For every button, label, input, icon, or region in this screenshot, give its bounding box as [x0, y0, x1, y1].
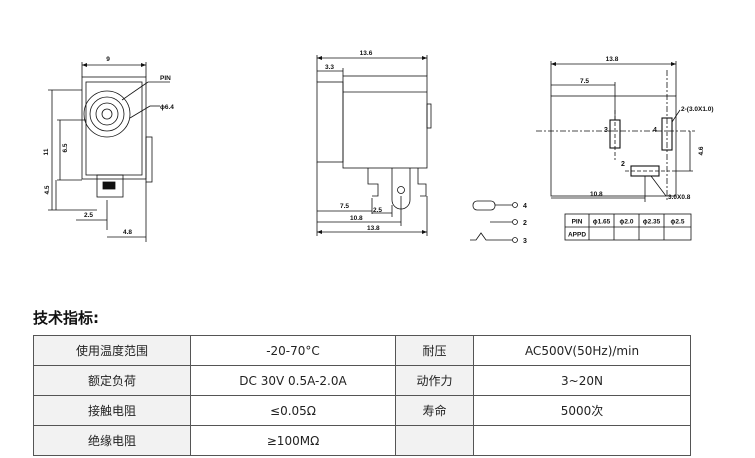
spec-value — [473, 425, 691, 456]
pcb-length-dim: 13.8 — [606, 56, 619, 63]
front-height-dim: 11 — [43, 148, 50, 155]
pcb-slot-label: 2-(3.0X1.0) — [681, 106, 714, 113]
schematic-pin3-label: 3 — [523, 238, 527, 245]
spec-value: AC500V(50Hz)/min — [473, 335, 691, 366]
pcb-view — [536, 61, 695, 202]
spec-key: 额定负荷 — [33, 365, 191, 396]
side-front-dim: 3.3 — [325, 64, 334, 71]
spec-value: ≥100MΩ — [190, 425, 396, 456]
spec-key: 绝缘电阻 — [33, 425, 191, 456]
spec-key: 寿命 — [395, 395, 474, 426]
table-row: 额定负荷 DC 30V 0.5A-2.0A 动作力 3~20N — [33, 365, 691, 396]
spec-table: 使用温度范围 -20-70°C 耐压 AC500V(50Hz)/min 额定负荷… — [33, 335, 691, 456]
spec-title: 技术指标: — [33, 309, 99, 327]
side-d4-dim: 13.8 — [367, 225, 380, 232]
pin-table-header: ϕ2.5 — [671, 219, 685, 226]
table-row: 使用温度范围 -20-70°C 耐压 AC500V(50Hz)/min — [33, 335, 691, 366]
spec-key: 使用温度范围 — [33, 335, 191, 366]
pcb-pin3-label: 3 — [604, 127, 608, 134]
spec-key: 接触电阻 — [33, 395, 191, 426]
spec-key — [395, 425, 474, 456]
side-view — [316, 55, 432, 236]
side-length-dim: 13.6 — [360, 50, 373, 57]
schematic-symbol — [470, 200, 518, 243]
front-d2-dim: 4.5 — [44, 185, 51, 194]
pcb-offset-dim: 7.5 — [580, 78, 589, 85]
pcb-pin4-label: 4 — [653, 127, 657, 134]
schematic-pin4-label: 4 — [523, 203, 527, 210]
table-row: 接触电阻 ≤0.05Ω 寿命 5000次 — [33, 395, 691, 426]
front-d3-dim: 2.5 — [84, 212, 93, 219]
pin-table-header: ϕ1.65 — [593, 219, 611, 226]
pcb-spacing-dim: 4.6 — [698, 146, 705, 155]
table-row: 绝缘电阻 ≥100MΩ — [33, 425, 691, 456]
front-d4-dim: 4.8 — [123, 229, 132, 236]
pcb-pin2-label: 2 — [621, 161, 625, 168]
front-width-dim: 9 — [106, 56, 110, 63]
front-view — [48, 62, 170, 242]
pcb-slot2-label: 3.0X0.8 — [668, 194, 691, 201]
side-d1-dim: 7.5 — [340, 203, 349, 210]
side-d3-dim: 10.8 — [350, 215, 363, 222]
spec-key: 动作力 — [395, 365, 474, 396]
front-d1-dim: 6.5 — [62, 143, 69, 152]
spec-value: DC 30V 0.5A-2.0A — [190, 365, 396, 396]
pin-table-row-label: APPD — [568, 232, 586, 239]
pin-table-header: PIN — [572, 219, 583, 226]
spec-value: 5000次 — [473, 395, 691, 426]
diameter-label: ϕ6.4 — [160, 104, 174, 111]
spec-value: ≤0.05Ω — [190, 395, 396, 426]
pin-table-header: ϕ2.0 — [620, 219, 634, 226]
pcb-d2-dim: 10.8 — [590, 191, 603, 198]
spec-value: 3~20N — [473, 365, 691, 396]
spec-key: 耐压 — [395, 335, 474, 366]
schematic-pin2-label: 2 — [523, 220, 527, 227]
connector-drawing: 9 PIN ϕ6.4 11 6.5 4.5 2.5 4.8 13.6 3.3 7… — [43, 50, 714, 245]
spec-value: -20-70°C — [190, 335, 396, 366]
side-d2-dim: 2.5 — [373, 207, 382, 214]
pin-size-table — [564, 213, 692, 241]
pin-label: PIN — [160, 75, 171, 82]
pin-table-header: ϕ2.35 — [643, 219, 661, 226]
